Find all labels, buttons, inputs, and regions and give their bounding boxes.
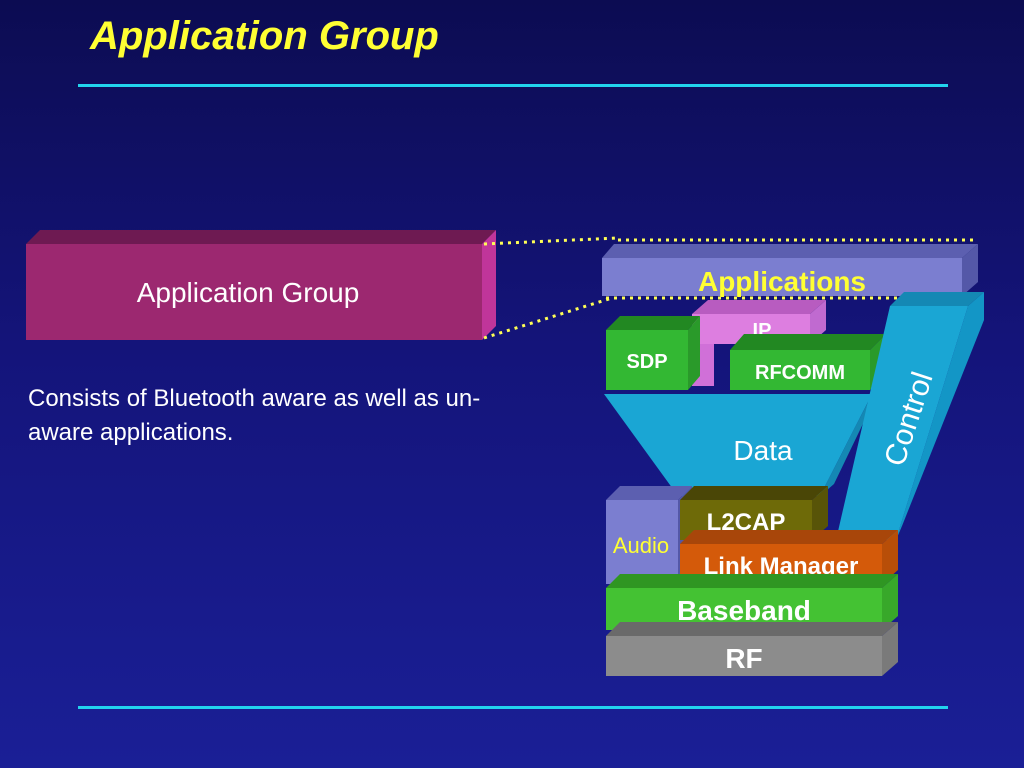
baseband-block: Baseband xyxy=(606,574,898,630)
rfcomm-label: RFCOMM xyxy=(755,362,845,384)
sdp-block: SDP xyxy=(606,316,700,390)
audio-label: Audio xyxy=(613,533,669,558)
rf-block: RF xyxy=(606,622,898,676)
slide-title: Application Group xyxy=(90,14,439,58)
title-divider xyxy=(78,84,948,87)
applications-label: Applications xyxy=(698,266,866,297)
control-band: Control xyxy=(836,292,984,540)
rf-label: RF xyxy=(725,643,762,674)
data-funnel: Data xyxy=(604,380,884,496)
application-group-label: Application Group xyxy=(137,277,360,308)
baseband-label: Baseband xyxy=(677,595,811,626)
footer-divider xyxy=(78,706,948,709)
data-label: Data xyxy=(733,435,793,466)
rfcomm-block: RFCOMM xyxy=(730,334,886,390)
body-text: Consists of Bluetooth aware as well as u… xyxy=(28,385,481,446)
application-group-box: Application Group xyxy=(26,230,496,340)
sdp-label: SDP xyxy=(626,351,667,373)
applications-layer: Applications xyxy=(602,244,978,297)
